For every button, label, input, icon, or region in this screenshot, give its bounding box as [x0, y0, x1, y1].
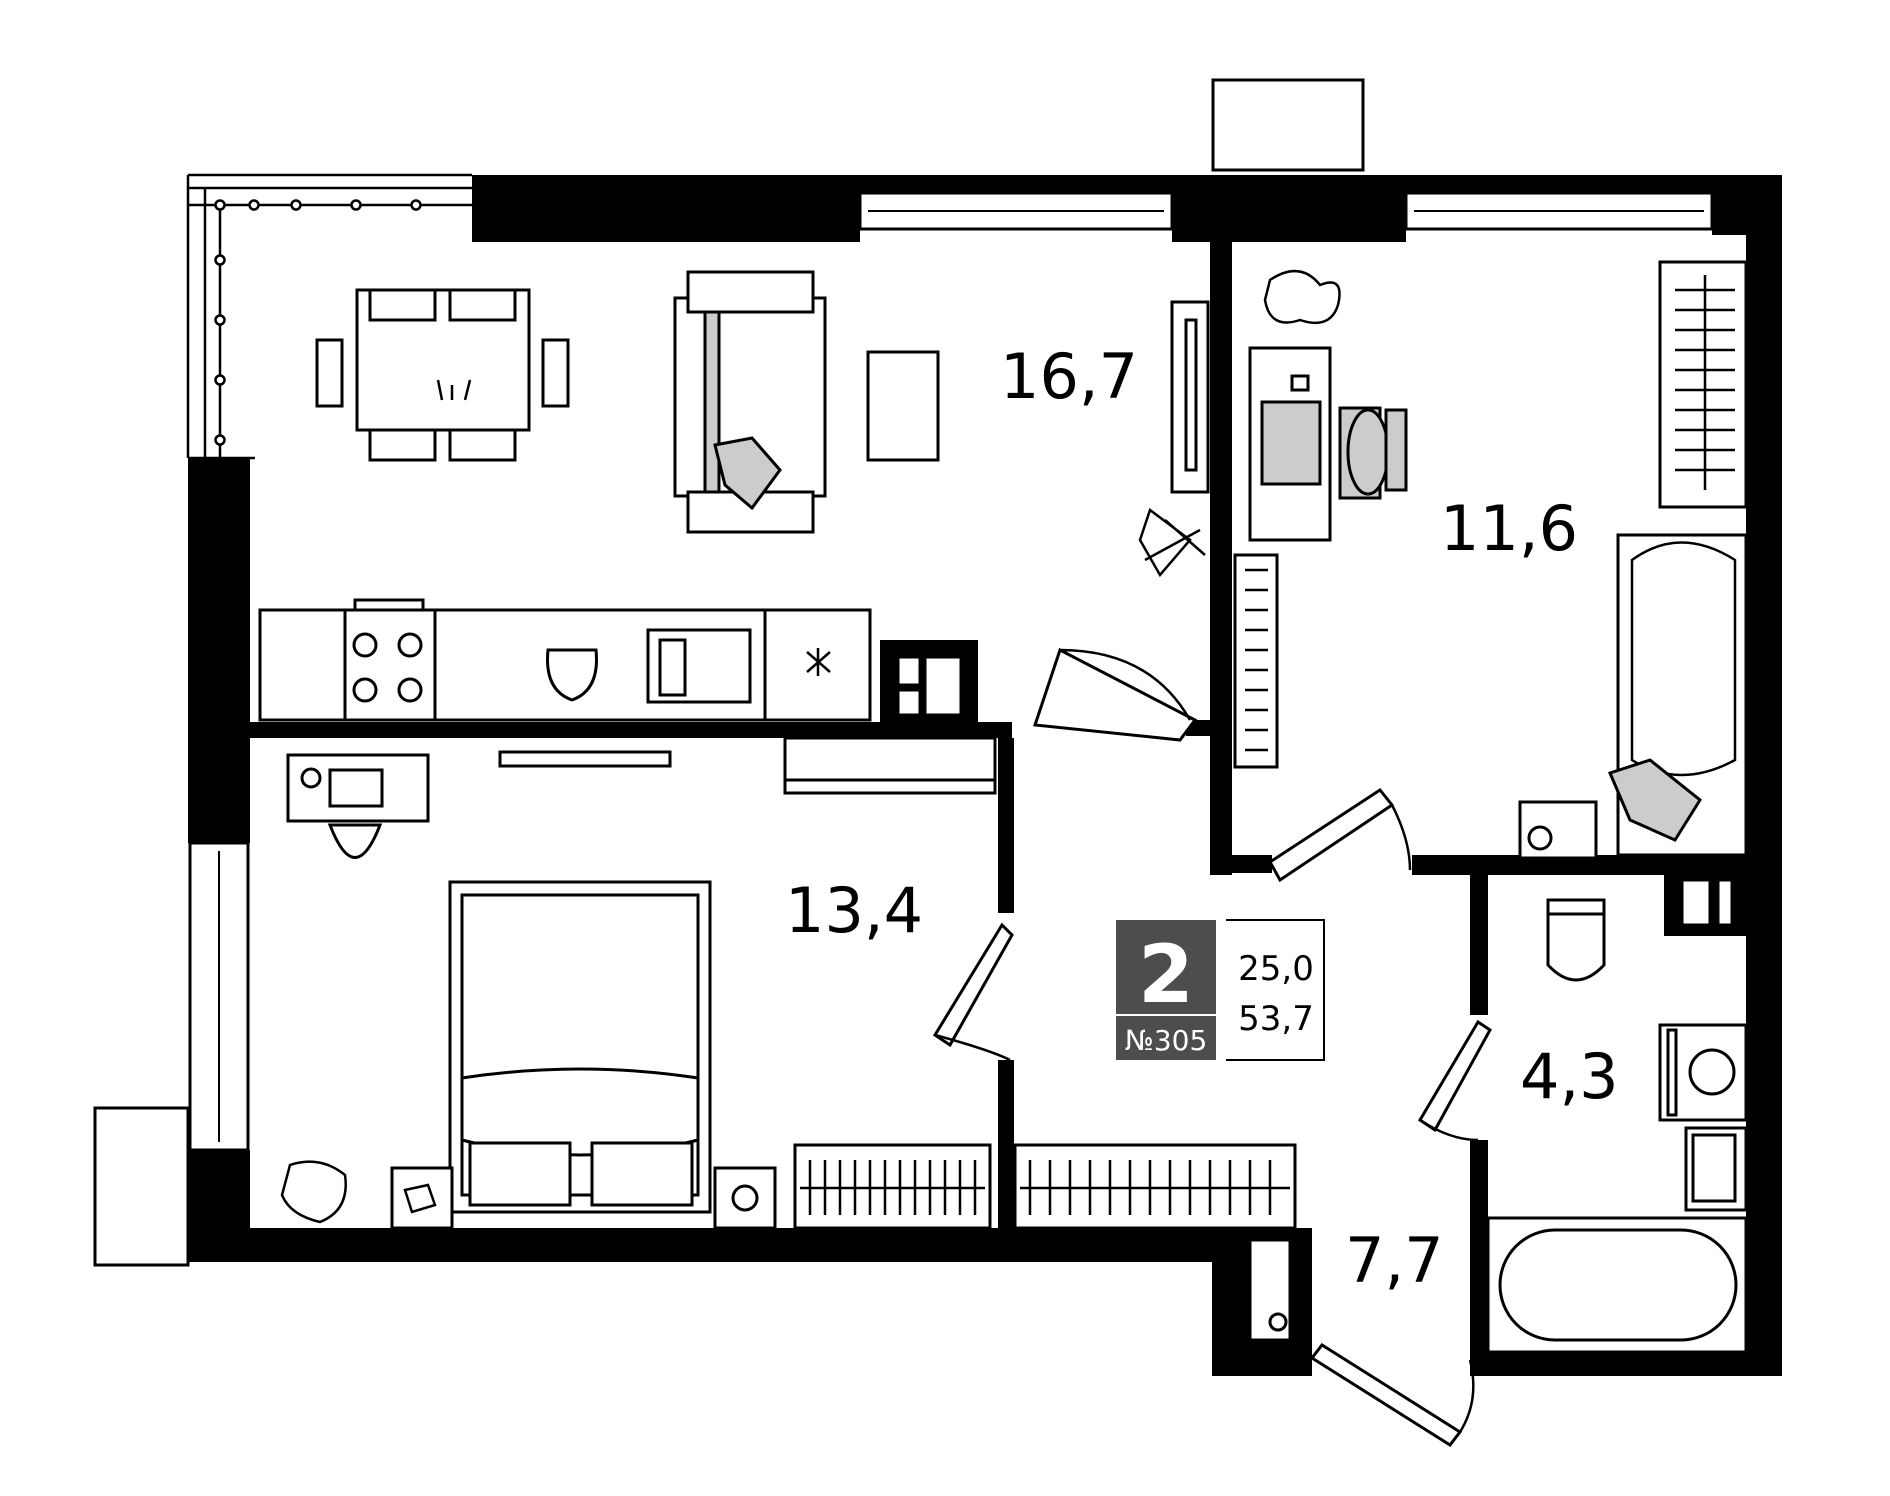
- room-area-living-kitchen: 16,7: [1000, 340, 1138, 413]
- double-bed: [448, 880, 712, 1214]
- wardrobe: [783, 736, 997, 795]
- sofa: [673, 270, 827, 534]
- room-area-hallway: 7,7: [1345, 1224, 1444, 1297]
- total-area: 53,7: [1238, 999, 1314, 1039]
- windows: [188, 191, 1714, 1152]
- living-area: 25,0: [1238, 949, 1314, 989]
- doors: [932, 647, 1492, 1447]
- apartment-number: №305: [1125, 1024, 1208, 1057]
- plant-bedroom: [280, 1160, 347, 1224]
- radiator-left-wall: [1233, 553, 1279, 769]
- desk: [1248, 346, 1408, 542]
- vanity-desk: [286, 753, 430, 859]
- room-area-main-bedroom: 13,4: [785, 874, 923, 947]
- room-area-small-bedroom: 11,6: [1440, 492, 1578, 565]
- washbasin: [1684, 1126, 1748, 1212]
- shelf: [498, 750, 672, 768]
- rooms-count-badge: [1116, 920, 1216, 1060]
- plant-living: [1138, 507, 1206, 578]
- radiator-small-bedroom: [1658, 260, 1748, 509]
- kitchen-counter: [258, 598, 872, 722]
- nightstand-right: [713, 1166, 777, 1230]
- tv-stand: [1170, 300, 1210, 494]
- nightstand-left: [390, 1166, 454, 1230]
- electric-panel: [1248, 1238, 1292, 1342]
- radiator-hallway: [1013, 1143, 1297, 1230]
- room-area-bathroom: 4,3: [1520, 1040, 1619, 1113]
- rooms-count: 2: [1138, 928, 1194, 1021]
- toilet: [1546, 898, 1606, 982]
- ac-unit-left: [93, 1106, 190, 1267]
- bed-small: [1607, 533, 1748, 857]
- washing-machine: [1658, 1023, 1748, 1122]
- radiator-bedroom: [793, 1143, 992, 1230]
- balcony-railing: [186, 173, 472, 460]
- ac-unit-top: [1211, 78, 1365, 172]
- bathtub: [1486, 1216, 1748, 1354]
- dining-table: [315, 288, 570, 462]
- nightstand-small: [1518, 800, 1598, 860]
- apartment-info: 2 №305 25,0 53,7: [1116, 919, 1325, 1061]
- coffee-table: [866, 350, 940, 462]
- plant-small-bedroom: [1263, 270, 1341, 325]
